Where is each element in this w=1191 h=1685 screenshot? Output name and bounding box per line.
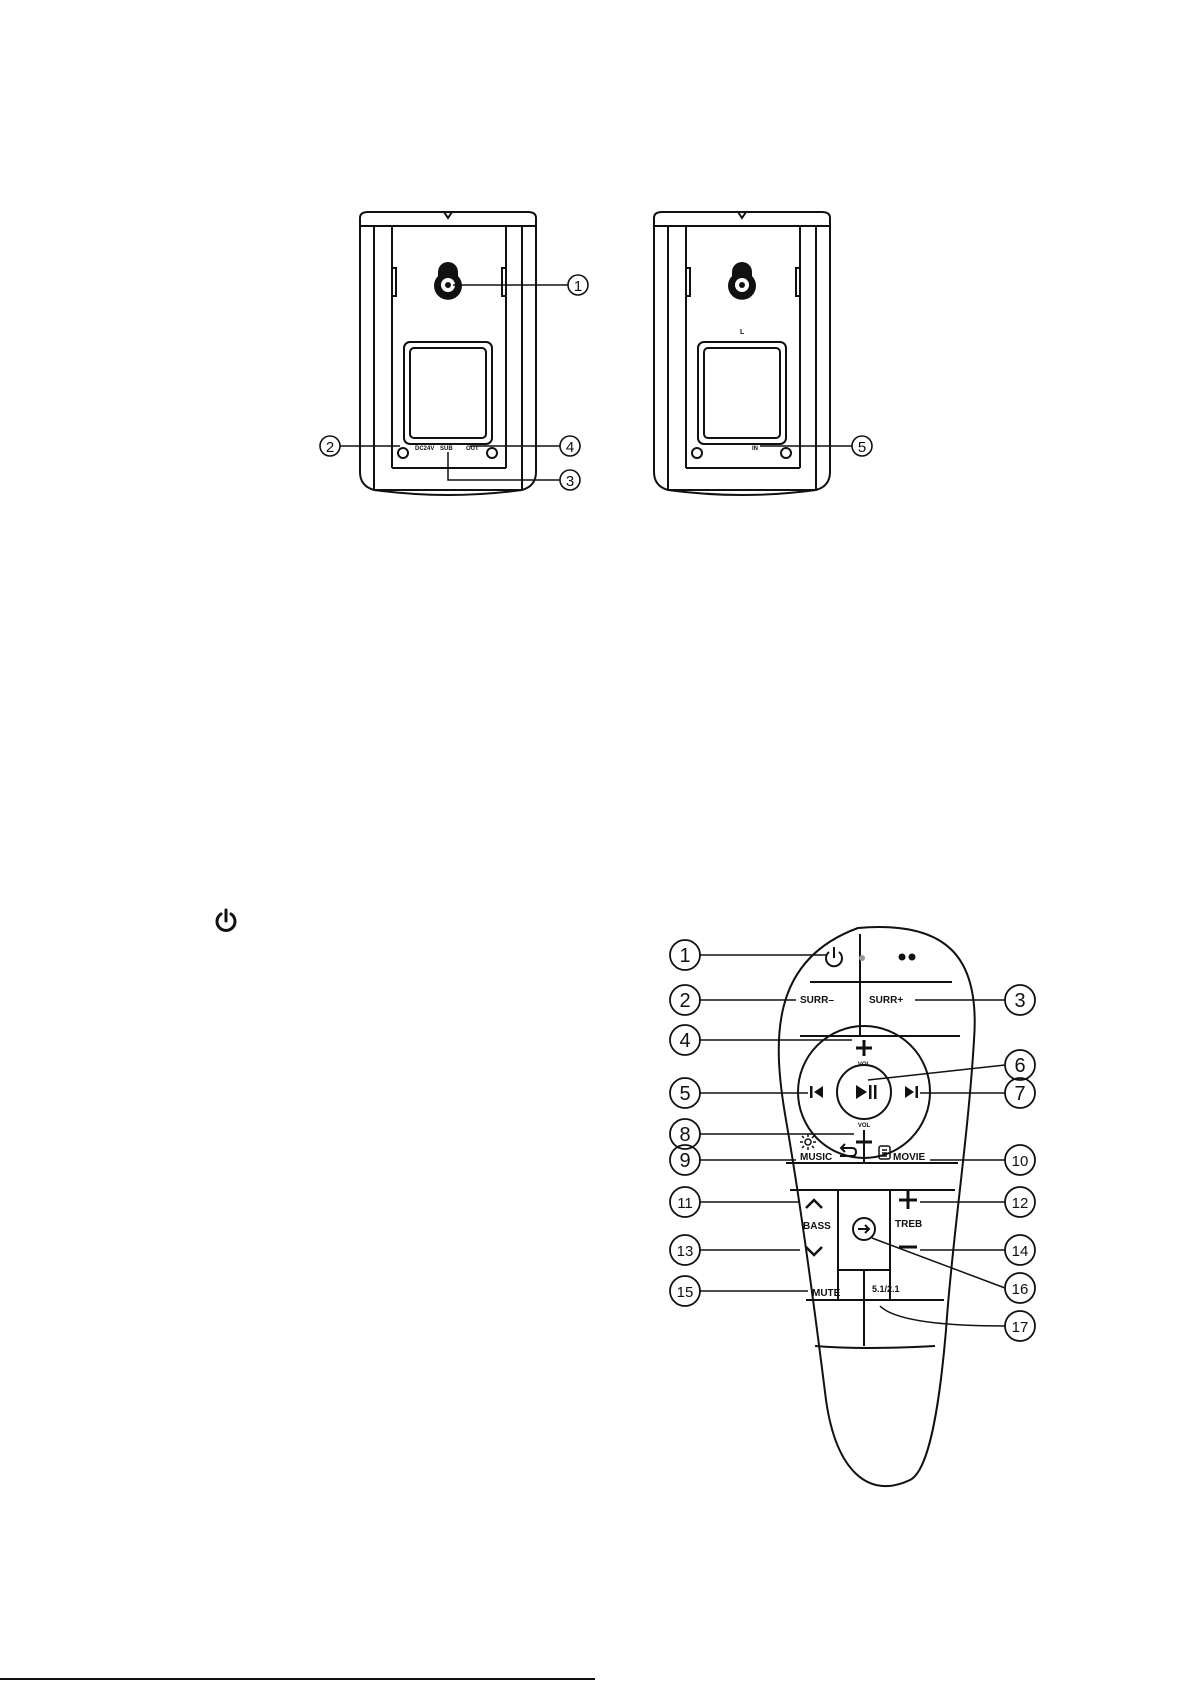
led-indicator-icon xyxy=(859,955,865,961)
svg-text:16: 16 xyxy=(1012,1281,1029,1298)
plus-icon xyxy=(899,1191,917,1209)
svg-text:4: 4 xyxy=(566,439,574,456)
svg-text:5: 5 xyxy=(858,439,866,456)
svg-text:1: 1 xyxy=(574,278,582,295)
vol-bottom-label: VOL xyxy=(858,1123,871,1129)
in-port-2 xyxy=(781,448,791,458)
input-source-icon xyxy=(853,1218,875,1240)
previous-track-icon xyxy=(810,1086,823,1098)
svg-text:12: 12 xyxy=(1012,1195,1029,1212)
svg-text:3: 3 xyxy=(566,473,574,490)
vol-top-label: VOL xyxy=(858,1062,871,1068)
plus-icon xyxy=(856,1040,872,1056)
svg-text:1: 1 xyxy=(679,945,690,967)
svg-text:6: 6 xyxy=(1014,1055,1025,1077)
out-port-label: OUT xyxy=(466,446,479,452)
svg-text:13: 13 xyxy=(677,1243,694,1260)
svg-text:14: 14 xyxy=(1012,1243,1029,1260)
out-port xyxy=(487,448,497,458)
power-icon xyxy=(826,947,842,966)
svg-text:17: 17 xyxy=(1012,1319,1029,1336)
mute-label: MUTE xyxy=(812,1288,841,1299)
bass-label: BASS xyxy=(803,1221,831,1232)
speaker-right-rear xyxy=(654,212,830,495)
keyhole-mount-icon xyxy=(434,262,462,300)
svg-text:2: 2 xyxy=(326,439,334,456)
svg-text:7: 7 xyxy=(1014,1083,1025,1105)
footnote-rule xyxy=(0,1678,595,1680)
dc-port-label: DC24V xyxy=(415,446,434,452)
svg-text:15: 15 xyxy=(677,1284,694,1301)
channel-label: L xyxy=(740,329,745,336)
in-port-label: IN xyxy=(752,446,758,452)
chevron-up-icon xyxy=(806,1200,822,1208)
svg-text:3: 3 xyxy=(1014,990,1025,1012)
keyhole-mount-icon xyxy=(728,262,756,300)
dc-port xyxy=(398,448,408,458)
surr-plus-label: SURR+ xyxy=(869,995,903,1006)
play-pause-icon xyxy=(856,1085,877,1099)
svg-text:2: 2 xyxy=(679,990,690,1012)
brightness-icon xyxy=(800,1134,816,1150)
svg-text:10: 10 xyxy=(1012,1153,1029,1170)
in-port xyxy=(692,448,702,458)
svg-text:11: 11 xyxy=(677,1195,693,1212)
svg-text:4: 4 xyxy=(679,1030,690,1052)
svg-text:5: 5 xyxy=(679,1083,690,1105)
movie-label: MOVIE xyxy=(893,1152,926,1163)
music-label: MUSIC xyxy=(800,1152,832,1163)
pair-dots-icon xyxy=(899,954,906,961)
svg-text:9: 9 xyxy=(679,1150,690,1172)
treb-label: TREB xyxy=(895,1219,922,1230)
sub-port-label: SUB xyxy=(440,446,453,452)
mode-label: 5.1/2.1 xyxy=(872,1284,900,1294)
next-track-icon xyxy=(905,1086,918,1098)
svg-text:8: 8 xyxy=(679,1124,690,1146)
chevron-down-icon xyxy=(806,1247,822,1255)
surr-minus-label: SURR– xyxy=(800,995,834,1006)
